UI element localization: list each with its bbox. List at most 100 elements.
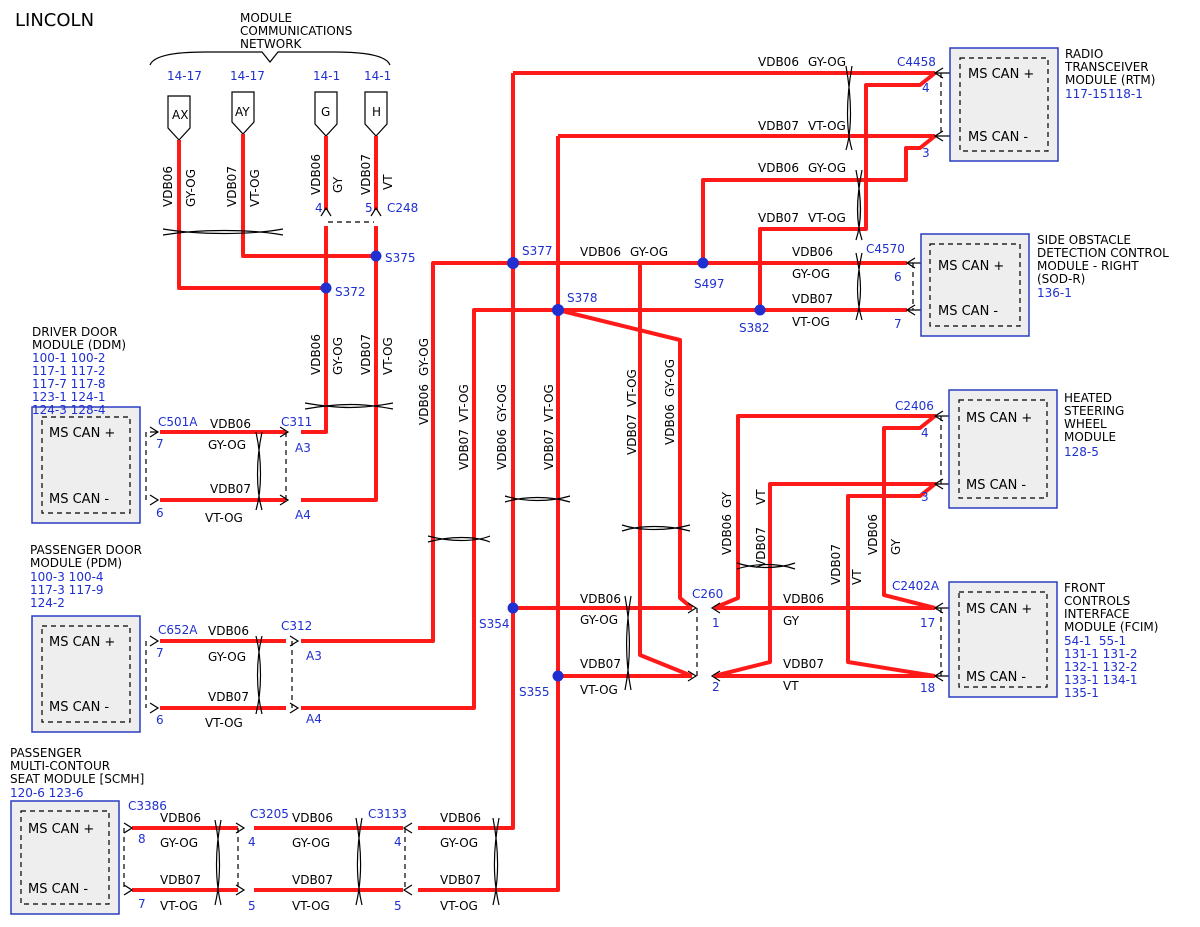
svg-text:A4: A4	[306, 712, 322, 726]
svg-text:VDB07: VDB07	[829, 544, 843, 585]
svg-text:C501A: C501A	[158, 415, 198, 429]
svg-text:FRONT: FRONT	[1064, 581, 1106, 595]
svg-text:DRIVER DOOR: DRIVER DOOR	[32, 325, 118, 339]
svg-text:C3205: C3205	[250, 807, 289, 821]
svg-text:VT-OG: VT-OG	[457, 384, 471, 422]
svg-text:4: 4	[248, 835, 256, 849]
svg-text:VT-OG: VT-OG	[440, 899, 478, 913]
svg-text:VT-OG: VT-OG	[160, 899, 198, 913]
ddm-module: MS CAN + MS CAN -	[31, 406, 141, 524]
svg-text:1: 1	[712, 616, 720, 630]
svg-text:117-7 117-8: 117-7 117-8	[32, 377, 106, 391]
connector-ax-ref: 14-17	[167, 69, 202, 83]
svg-text:VDB07: VDB07	[783, 657, 824, 671]
svg-text:5: 5	[365, 201, 373, 215]
svg-text:GY-OG: GY-OG	[792, 267, 830, 281]
svg-text:VDB07: VDB07	[359, 154, 373, 195]
svg-text:GY-OG: GY-OG	[580, 613, 618, 627]
svg-text:MS CAN +: MS CAN +	[49, 426, 115, 441]
svg-text:VDB06: VDB06	[866, 514, 880, 555]
connector-h-pin: H	[372, 105, 381, 119]
svg-text:MULTI-CONTOUR: MULTI-CONTOUR	[10, 759, 110, 773]
svg-text:A3: A3	[295, 441, 311, 455]
svg-text:VDB07: VDB07	[792, 292, 833, 306]
svg-text:C3386: C3386	[128, 799, 167, 813]
svg-text:VDB06: VDB06	[309, 334, 323, 375]
network-header: MODULE COMMUNICATIONS NETWORK 14-17 14-1…	[149, 11, 391, 141]
svg-text:GY-OG: GY-OG	[630, 245, 668, 259]
svg-text:VDB07: VDB07	[160, 873, 201, 887]
svg-text:VDB07: VDB07	[758, 211, 799, 225]
svg-text:S355: S355	[519, 685, 550, 699]
svg-text:VDB07: VDB07	[208, 690, 249, 704]
svg-text:INTERFACE: INTERFACE	[1064, 607, 1130, 621]
svg-text:VDB07: VDB07	[210, 482, 251, 496]
svg-text:(SOD-R): (SOD-R)	[1037, 272, 1085, 286]
svg-text:C3133: C3133	[368, 807, 407, 821]
ddm-labels: DRIVER DOOR MODULE (DDM) 100-1 100-2 117…	[32, 325, 198, 520]
svg-text:MS CAN -: MS CAN -	[968, 130, 1028, 145]
svg-text:VT-OG: VT-OG	[248, 169, 262, 207]
svg-text:S497: S497	[694, 277, 725, 291]
svg-text:8: 8	[138, 832, 146, 846]
svg-text:VDB06: VDB06	[663, 404, 677, 445]
svg-text:120-6 123-6: 120-6 123-6	[10, 786, 84, 800]
svg-text:117-3 117-9: 117-3 117-9	[30, 583, 104, 597]
svg-text:4: 4	[921, 426, 929, 440]
hsw-labels: HEATED STEERING WHEEL MODULE 128-5 C2406…	[895, 391, 1124, 504]
connector-h-ref: 14-1	[364, 69, 391, 83]
svg-text:VDB06: VDB06	[208, 624, 249, 638]
svg-text:VDB06: VDB06	[495, 429, 509, 470]
svg-text:GY: GY	[783, 614, 800, 628]
svg-text:7: 7	[156, 437, 164, 451]
svg-text:124-3 128-4: 124-3 128-4	[32, 403, 106, 417]
svg-text:128-5: 128-5	[1064, 445, 1099, 459]
svg-text:GY-OG: GY-OG	[160, 836, 198, 850]
svg-text:GY-OG: GY-OG	[495, 384, 509, 422]
hsw-module: MS CAN + MS CAN -	[948, 389, 1058, 509]
svg-text:135-1: 135-1	[1064, 686, 1099, 700]
svg-text:VT: VT	[783, 679, 799, 693]
svg-text:VDB06: VDB06	[792, 245, 833, 259]
connector-ay-ref: 14-17	[230, 69, 265, 83]
svg-text:117-1 117-2: 117-1 117-2	[32, 364, 106, 378]
svg-text:VDB07: VDB07	[359, 334, 373, 375]
svg-text:VDB06: VDB06	[292, 811, 333, 825]
svg-text:A4: A4	[295, 508, 311, 522]
svg-text:MS CAN -: MS CAN -	[49, 700, 109, 715]
svg-text:VDB07: VDB07	[440, 873, 481, 887]
svg-text:VT-OG: VT-OG	[580, 683, 618, 697]
fcim-labels: FRONT CONTROLS INTERFACE MODULE (FCIM) 5…	[892, 579, 1158, 700]
connector-ay-pin: AY	[235, 105, 250, 119]
svg-text:4: 4	[315, 201, 323, 215]
svg-text:CONTROLS: CONTROLS	[1064, 594, 1130, 608]
svg-text:VDB06: VDB06	[758, 55, 799, 69]
brand-label: LINCOLN	[15, 10, 94, 31]
svg-text:GY: GY	[720, 491, 734, 508]
svg-text:2: 2	[712, 680, 720, 694]
svg-text:5: 5	[394, 899, 402, 913]
svg-text:7: 7	[156, 646, 164, 660]
svg-text:GY-OG: GY-OG	[663, 359, 677, 397]
svg-text:MS CAN -: MS CAN -	[28, 882, 88, 897]
svg-text:VT: VT	[754, 489, 768, 505]
svg-text:GY-OG: GY-OG	[292, 836, 330, 850]
svg-text:MODULE (FCIM): MODULE (FCIM)	[1064, 620, 1158, 634]
svg-text:VDB06: VDB06	[161, 166, 175, 207]
svg-text:VDB07: VDB07	[225, 166, 239, 207]
svg-text:3: 3	[922, 146, 930, 160]
svg-text:100-1 100-2: 100-1 100-2	[32, 351, 106, 365]
svg-text:C248: C248	[387, 201, 418, 215]
svg-text:4: 4	[922, 81, 930, 95]
svg-text:S382: S382	[739, 321, 770, 335]
svg-text:VDB06: VDB06	[580, 245, 621, 259]
svg-text:C4458: C4458	[897, 55, 936, 69]
svg-text:17: 17	[920, 616, 935, 630]
inline-connector-labels: C248 4 5 C311 A3 A4 C312 A3 A4 C260 1 2 …	[248, 201, 723, 913]
svg-text:VT: VT	[381, 174, 395, 190]
svg-text:VDB07: VDB07	[754, 527, 768, 568]
svg-text:DETECTION CONTROL: DETECTION CONTROL	[1037, 246, 1169, 260]
svg-text:VDB07: VDB07	[542, 429, 556, 470]
svg-text:VDB06: VDB06	[440, 811, 481, 825]
svg-text:VT-OG: VT-OG	[792, 315, 830, 329]
